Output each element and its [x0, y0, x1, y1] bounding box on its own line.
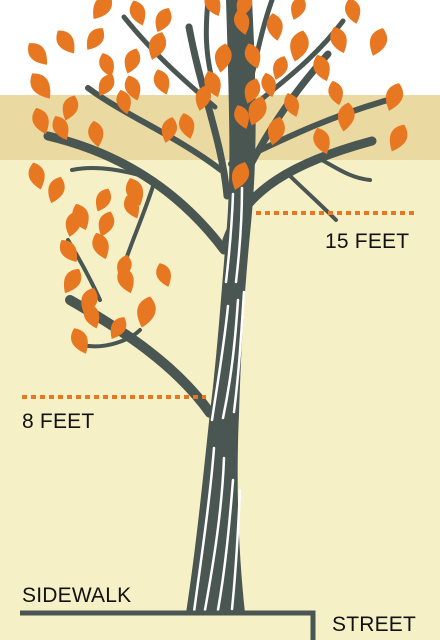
leaf-icon [89, 230, 113, 262]
leaf-icon [365, 25, 391, 58]
leaf-icon [150, 67, 173, 97]
leaf-icon [381, 80, 407, 113]
leaf-icon [51, 26, 80, 58]
leaf-icon [81, 24, 109, 54]
street-label: STREET [332, 613, 416, 637]
leaf-icon [44, 174, 68, 206]
leaf-icon [91, 186, 115, 215]
leaf-icon [87, 0, 117, 24]
leaf-icon [26, 160, 49, 191]
leaf-icon [25, 68, 57, 103]
leaf-icon [326, 79, 346, 107]
leaf-icon [96, 51, 118, 80]
leaf-icon [23, 38, 53, 70]
leaf-icon [58, 265, 86, 297]
leaf-icon [384, 121, 411, 155]
leaf-icon [151, 5, 176, 35]
sidewalk-label: SIDEWALK [22, 584, 131, 608]
leaf-icon [287, 0, 309, 22]
leaf-icon [342, 0, 363, 26]
fifteen-feet-label: 15 FEET [325, 230, 409, 254]
leaf-icon [133, 294, 159, 330]
eight-feet-label: 8 FEET [22, 410, 94, 434]
leaf-icon [120, 46, 143, 76]
leaf-icon [67, 325, 93, 357]
leaf-icon [176, 111, 197, 141]
ground-line [20, 613, 313, 640]
leaf-icon [335, 101, 356, 133]
leaf-icon [153, 261, 175, 290]
